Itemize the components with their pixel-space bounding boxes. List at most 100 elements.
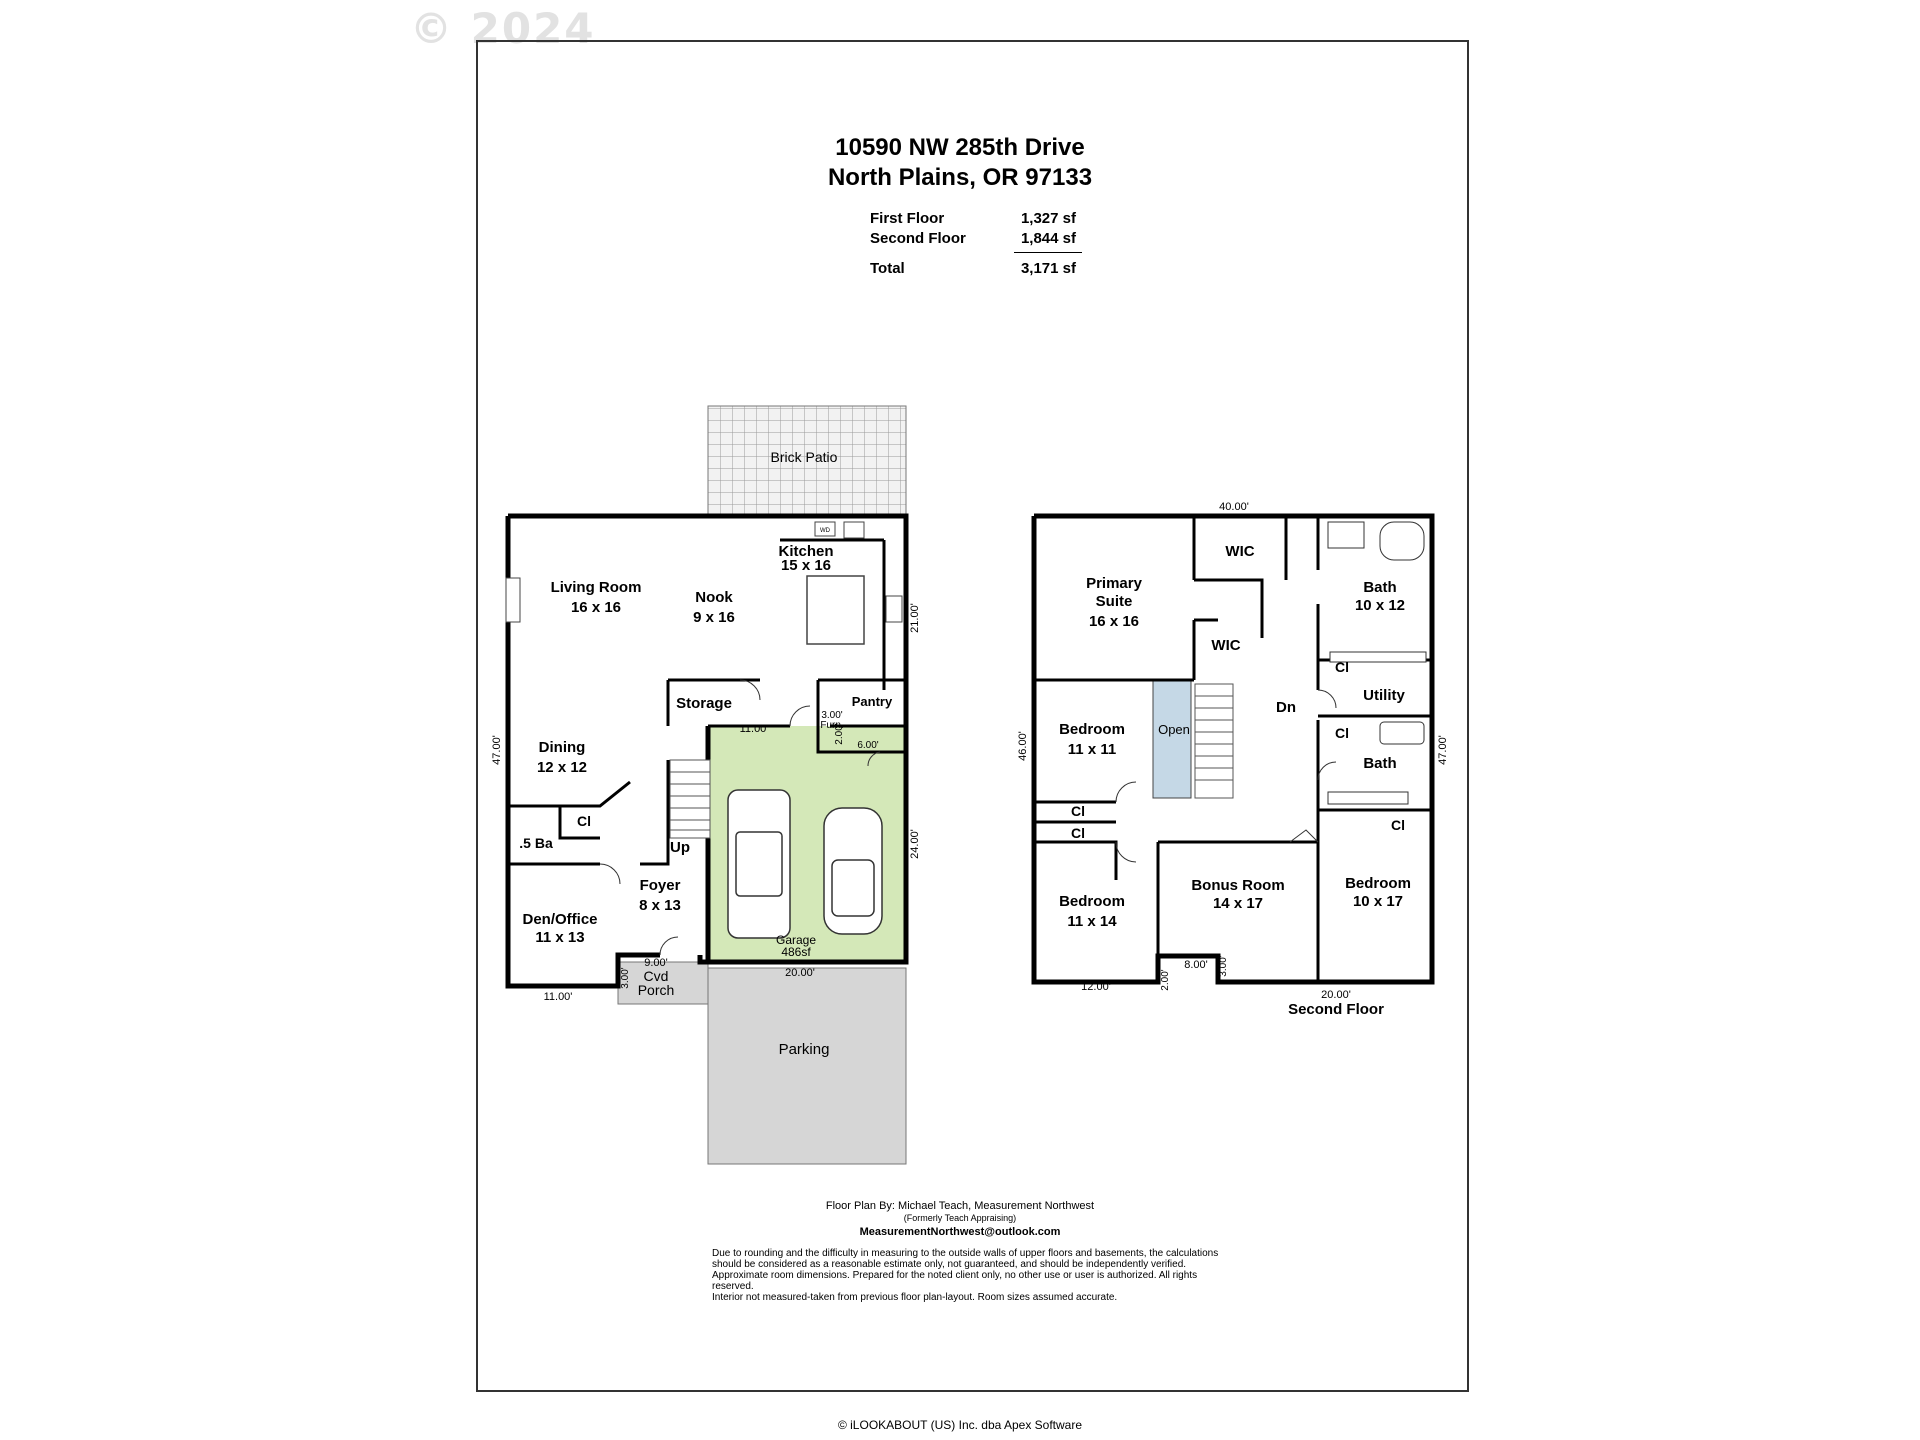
dim-47ft: 47.00' (491, 735, 503, 765)
closet-bed1: Cl (1071, 803, 1085, 819)
bedroom-1-name: Bedroom (1059, 721, 1125, 738)
primary-bath-size: 10 x 12 (1355, 597, 1405, 614)
garage-name: Garage (776, 933, 816, 947)
area-label: Total (870, 260, 905, 277)
wd-label: WD (820, 528, 831, 534)
first-floor-interior-walls (508, 538, 906, 866)
area-value: 1,327 sf (1020, 210, 1076, 227)
garage-size: 486sf (781, 945, 811, 959)
bedroom-2-name: Bedroom (1059, 893, 1125, 910)
bedroom-2-size: 11 x 14 (1067, 913, 1117, 930)
disclaimer-text: Due to rounding and the difficulty in me… (712, 1248, 1232, 1303)
porch-dim: 9.00' (644, 957, 668, 969)
disclaimer-paragraph: Due to rounding and the difficulty in me… (712, 1248, 1219, 1292)
nook-size: 9 x 16 (693, 609, 735, 626)
covered-porch (617, 961, 709, 1005)
copyright-watermark: © 2024 (410, 4, 596, 53)
range-stove (885, 595, 903, 623)
fireplace (505, 577, 521, 623)
dim-3ft: 3.00' (1218, 955, 1229, 976)
dim-47ft-2: 47.00' (1437, 735, 1449, 765)
closet-bath2: Cl (1335, 725, 1349, 741)
brick-patio (707, 405, 907, 515)
footer-copyright: © iLOOKABOUT (US) Inc. dba Apex Software (837, 1418, 1083, 1432)
disclaimer-note: Interior not measured-taken from previou… (712, 1292, 1118, 1303)
bonus-room-size: 14 x 17 (1213, 895, 1263, 912)
kitchen-size: 15 x 16 (781, 557, 831, 574)
den-office-name: Den/Office (522, 911, 597, 928)
dim-11ft-top: 11.00' (740, 723, 769, 735)
door-swings (599, 679, 881, 956)
closet-bed3: Cl (1391, 817, 1405, 833)
dim-6ft: 6.00' (857, 740, 878, 751)
area-label: First Floor (870, 210, 945, 227)
stairs-down-label: Dn (1276, 699, 1296, 716)
first-floor-stairs (669, 759, 711, 839)
foyer-name: Foyer (640, 877, 681, 894)
dim-12ft: 12.00' (1081, 981, 1111, 993)
storage-label: Storage (676, 695, 732, 712)
bonus-room-name: Bonus Room (1191, 877, 1284, 894)
dim-46ft: 46.00' (1017, 731, 1029, 761)
area-summary-table: First Floor 1,327 sf Second Floor 1,844 … (870, 210, 1100, 280)
car-icons (727, 789, 883, 939)
dim-2ft-2: 2.00' (1160, 969, 1171, 990)
closet-bed2: Cl (1071, 825, 1085, 841)
furnace-dim: 3.00' (821, 710, 842, 721)
furnace-label: Furn. (820, 720, 843, 731)
bedroom-3-name: Bedroom (1345, 875, 1411, 892)
area-value: 3,171 sf (1020, 260, 1076, 277)
area-row-first-floor: First Floor 1,327 sf (870, 210, 1100, 230)
primary-bath-name: Bath (1363, 579, 1396, 596)
credits-line-2: (Formerly Teach Appraising) (903, 1213, 1017, 1223)
area-row-second-floor: Second Floor 1,844 sf (870, 230, 1100, 250)
closet-utility: Cl (1335, 659, 1349, 675)
area-label: Second Floor (870, 230, 966, 247)
dim-21ft: 21.00' (909, 603, 921, 633)
washer-dryer-box (814, 521, 836, 537)
credits-line-1: Floor Plan By: Michael Teach, Measuremen… (825, 1200, 1095, 1212)
primary-suite-line2: Suite (1096, 593, 1133, 610)
dim-24ft: 24.00' (909, 829, 921, 859)
living-room-name: Living Room (551, 579, 642, 596)
living-room-size: 16 x 16 (571, 599, 621, 616)
dining-size: 12 x 12 (537, 759, 587, 776)
second-floor-stairs (1194, 683, 1234, 799)
subtotal-underline (1014, 252, 1082, 253)
dim-40ft: 40.00' (1219, 501, 1249, 513)
wic-label-2: WIC (1211, 637, 1240, 654)
open-label: Open (1158, 722, 1190, 737)
area-row-total: Total 3,171 sf (870, 260, 1100, 280)
dim-20ft: 20.00' (785, 967, 815, 979)
dim-20ft-2: 20.00' (1321, 989, 1351, 1001)
stairs-up-label: Up (670, 839, 690, 856)
foyer-size: 8 x 13 (639, 897, 681, 914)
bath-2-name: Bath (1363, 755, 1396, 772)
closet-label: Cl (577, 813, 591, 829)
dim-8ft: 8.00' (1184, 959, 1208, 971)
address-line-1: 10590 NW 285th Drive (835, 134, 1085, 161)
second-floor-title: Second Floor (1288, 1001, 1384, 1018)
parking-label: Parking (779, 1041, 830, 1058)
primary-suite-line1: Primary (1086, 575, 1143, 592)
nook-name: Nook (695, 589, 733, 606)
kitchen-island (806, 575, 865, 645)
half-bath-label: .5 Ba (519, 835, 553, 851)
kitchen-sink (843, 521, 865, 539)
bath-fixtures (1327, 521, 1427, 805)
floor-plan-sheet (476, 40, 1469, 1392)
porch-label-1: Cvd (644, 968, 669, 984)
area-value: 1,844 sf (1020, 230, 1076, 247)
primary-suite-size: 16 x 16 (1089, 613, 1139, 630)
bedroom-3-size: 10 x 17 (1353, 893, 1403, 910)
den-office-size: 11 x 13 (535, 929, 584, 946)
dim-2ft: 2.00' (834, 723, 845, 744)
utility-label: Utility (1363, 687, 1405, 704)
parking-area (707, 967, 907, 1165)
bedroom-1-size: 11 x 11 (1068, 741, 1116, 758)
dim-11ft-bottom: 11.00' (544, 991, 573, 1003)
address-line-2: North Plains, OR 97133 (827, 164, 1093, 191)
credits-email: MeasurementNorthwest@outlook.com (859, 1226, 1061, 1238)
porch-side-dim: 3.00' (620, 967, 631, 988)
